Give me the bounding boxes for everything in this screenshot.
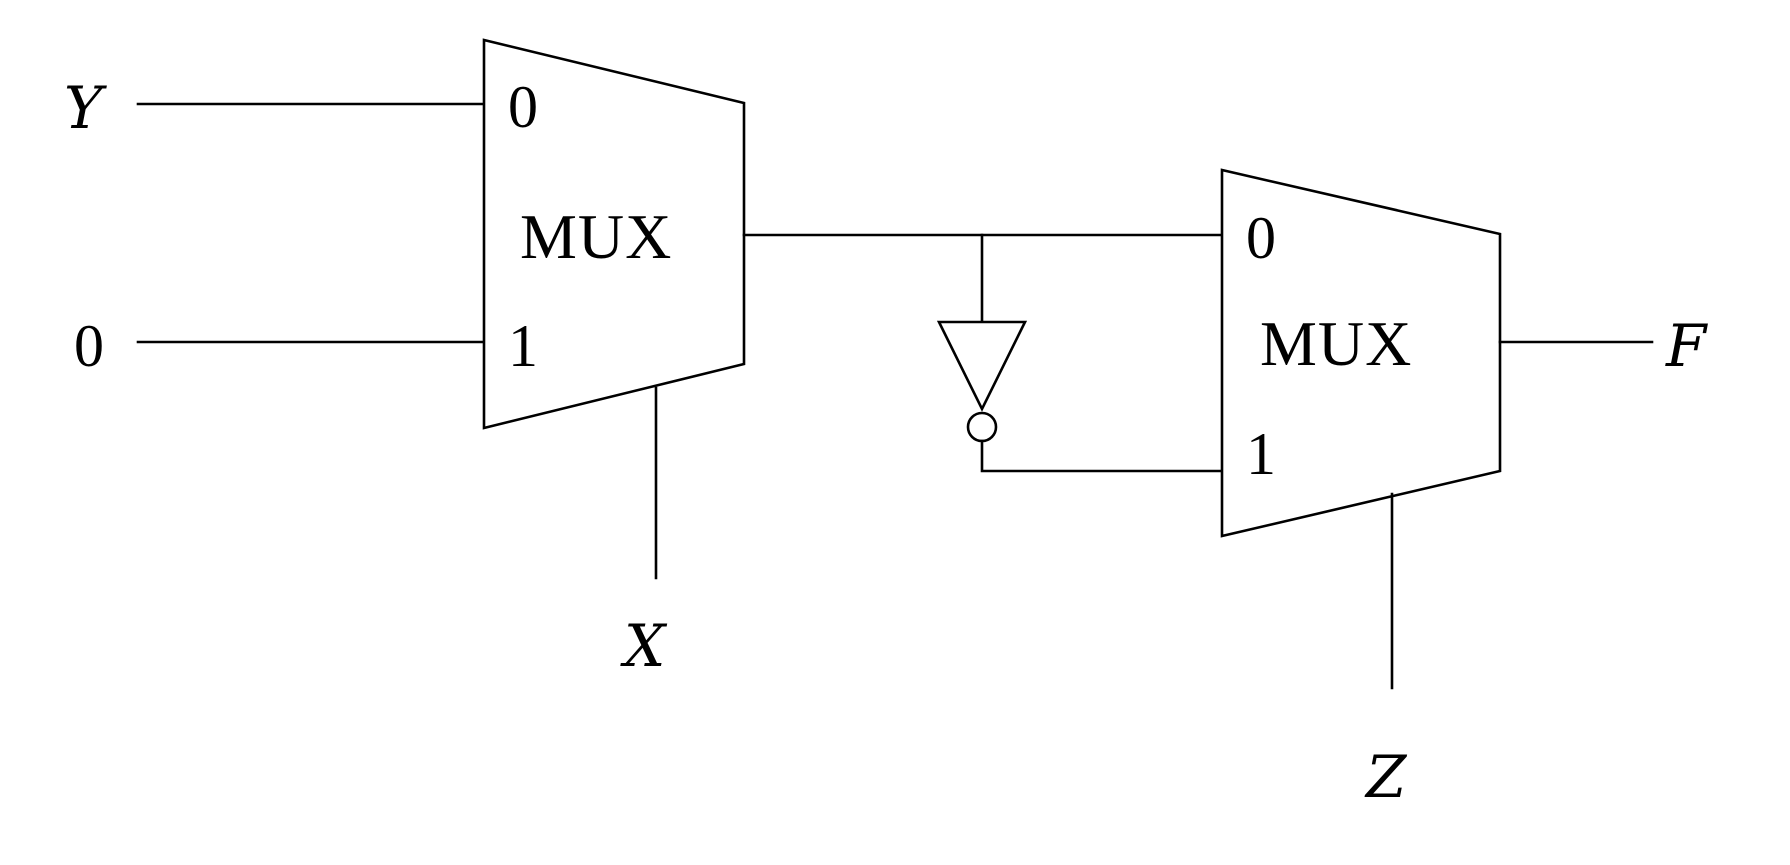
mux1-body — [482, 38, 746, 430]
mux1-port1-label: 1 — [508, 313, 538, 379]
input-label-zero: 0 — [74, 313, 104, 379]
output-label-f: F — [1665, 312, 1708, 380]
mux2-body — [1220, 168, 1502, 538]
input-label-y: Y — [64, 74, 107, 142]
mux1-label: MUX — [520, 201, 672, 272]
inverter-triangle — [936, 320, 1028, 412]
inverter-bubble — [966, 411, 998, 443]
mux1: 0 1 MUX — [482, 38, 746, 430]
mux2: 0 1 MUX — [1220, 168, 1502, 538]
wire-inverter-to-mux2-in1 — [980, 439, 1224, 473]
inverter-icon — [936, 320, 1028, 443]
mux2-port1-label: 1 — [1246, 421, 1276, 487]
mux1-port0-label: 0 — [508, 74, 538, 140]
mux2-port0-label: 0 — [1246, 205, 1276, 271]
mux2-label: MUX — [1260, 308, 1412, 379]
input-label-z: Z — [1364, 743, 1408, 811]
input-label-x: X — [620, 612, 668, 680]
